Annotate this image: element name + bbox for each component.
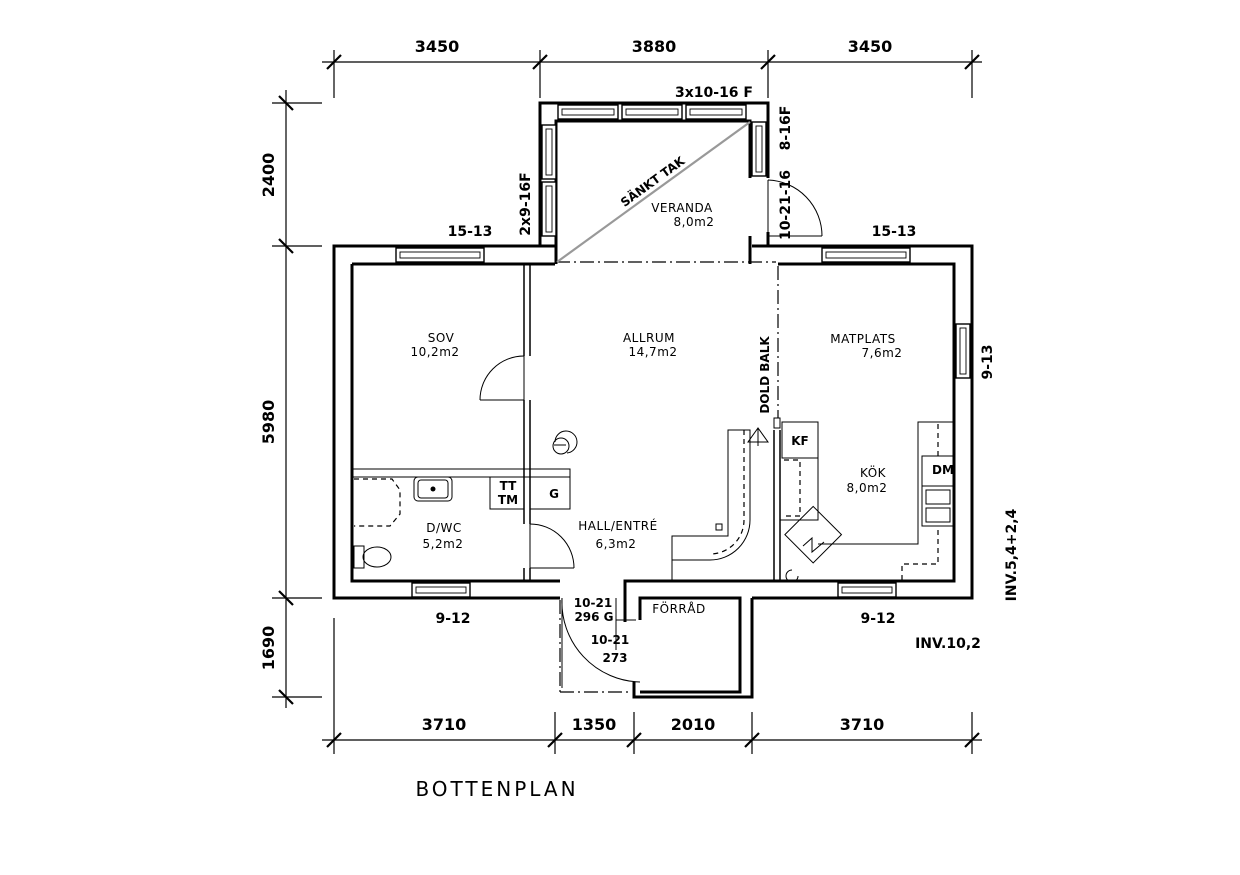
label-g: G: [549, 487, 559, 501]
hidden-beam-label: DOLD BALK: [758, 336, 772, 414]
dim-bottom-4: 3710: [840, 715, 885, 734]
room-kok-name: KÖK: [860, 464, 887, 480]
door-label-forrad-2: 273: [602, 651, 627, 665]
door-label-entry-2: 296 G: [574, 610, 613, 624]
doors: [479, 179, 823, 688]
dim-left-1: 2400: [259, 153, 278, 198]
dim-left-2: 5980: [259, 400, 278, 445]
door-label-forrad-1: 10-21: [591, 633, 629, 647]
window-label-veranda-right: 8-16F: [778, 106, 794, 151]
window-label-kok: 9-12: [860, 611, 895, 627]
windows: [395, 104, 971, 598]
room-hall-area: 6,3m2: [596, 537, 637, 551]
label-kf: KF: [791, 434, 809, 448]
dim-bottom-1: 3710: [422, 715, 467, 734]
room-matplats-name: MATPLATS: [830, 332, 895, 346]
label-tt: TT: [500, 479, 517, 493]
room-veranda-name: VERANDA: [651, 201, 713, 215]
dim-bottom-2: 1350: [572, 715, 617, 734]
room-veranda-area: 8,0m2: [674, 215, 715, 229]
room-dwc-name: D/WC: [426, 521, 462, 535]
room-sov-area: 10,2m2: [410, 345, 459, 359]
dim-top-3: 3450: [848, 37, 893, 56]
room-allrum-name: ALLRUM: [623, 331, 675, 345]
label-tm: TM: [498, 493, 518, 507]
dimension-lines: [272, 50, 982, 754]
plan-title: BOTTENPLAN: [415, 777, 578, 801]
room-kok-area: 8,0m2: [847, 481, 888, 495]
dim-left-3: 1690: [259, 626, 278, 671]
lowered-ceiling-line: [556, 121, 751, 263]
room-dwc-area: 5,2m2: [423, 537, 464, 551]
window-label-veranda-top: 3x10-16 F: [675, 85, 753, 101]
dim-bottom-3: 2010: [671, 715, 716, 734]
room-allrum-area: 14,7m2: [628, 345, 677, 359]
room-matplats-area: 7,6m2: [862, 346, 903, 360]
window-label-matplats-right: 9-13: [980, 344, 996, 379]
label-dm: DM: [932, 463, 954, 477]
window-label-matplats: 15-13: [872, 224, 917, 240]
door-label-veranda: 10-21-16: [778, 170, 794, 240]
dim-top-2: 3880: [632, 37, 677, 56]
inv-label-right: INV.5,4+2,4: [1004, 508, 1020, 601]
room-sov-name: SOV: [428, 331, 455, 345]
door-label-entry-1: 10-21: [574, 596, 612, 610]
room-forrad-name: FÖRRÅD: [652, 600, 705, 616]
inv-label-bottom: INV.10,2: [915, 636, 981, 652]
dim-top-1: 3450: [415, 37, 460, 56]
room-hall-name: HALL/ENTRÉ: [578, 518, 657, 533]
window-label-veranda-left: 2x9-16F: [518, 172, 534, 235]
window-label-dwc: 9-12: [435, 611, 470, 627]
fixtures: [353, 421, 955, 583]
window-label-sov: 15-13: [448, 224, 493, 240]
